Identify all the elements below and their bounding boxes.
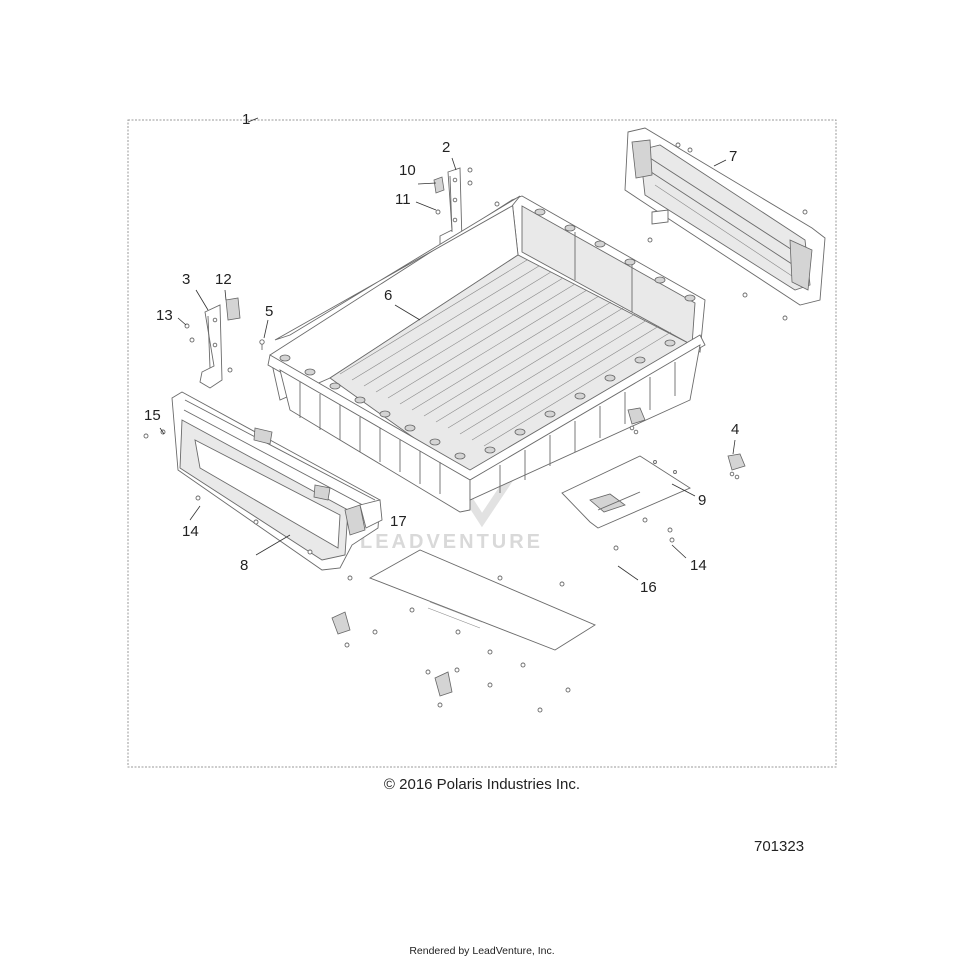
part-17-skid-plate [331, 549, 596, 713]
cargo-rim-pockets [279, 208, 696, 460]
callout-4: 4 [731, 421, 739, 438]
callout-14-right: 14 [690, 557, 707, 574]
part-7-tailgate-panel [624, 127, 826, 321]
callout-11: 11 [395, 191, 411, 208]
callout-10: 10 [399, 162, 416, 179]
callout-7: 7 [729, 148, 737, 165]
callout-5: 5 [265, 303, 273, 320]
leader-lines [159, 117, 736, 581]
callout-17: 17 [390, 513, 407, 530]
copyright-notice: © 2016 Polaris Industries Inc. [383, 776, 581, 793]
part-8-front-panel [143, 391, 383, 581]
callout-12: 12 [215, 271, 232, 288]
cargo-front-ribs [299, 362, 676, 494]
callout-16: 16 [640, 579, 657, 596]
part-5-screw [259, 339, 265, 350]
watermark-text: LEADVENTURE [360, 531, 543, 553]
rendered-by-footer: Rendered by LeadVenture, Inc. [409, 945, 555, 957]
cargo-floor-ribs [339, 259, 672, 447]
part-6-cargo-box [267, 195, 706, 513]
callout-8: 8 [240, 557, 248, 574]
callout-14-left: 14 [182, 523, 199, 540]
diagram-frame [127, 119, 837, 768]
callout-labels: 1 2 3 4 5 6 7 8 9 10 11 12 13 14 14 15 1… [144, 111, 739, 596]
callout-13: 13 [156, 307, 173, 324]
part-4-bumper-stops [627, 407, 746, 480]
diagram-id: 701323 [754, 838, 805, 855]
callout-6: 6 [384, 287, 392, 304]
callout-3: 3 [182, 271, 190, 288]
callout-15: 15 [144, 407, 161, 424]
callout-2: 2 [442, 139, 450, 156]
callout-9: 9 [698, 492, 706, 509]
callout-1: 1 [242, 111, 250, 128]
part-3-bracket [184, 297, 241, 389]
part-9-plate [561, 455, 691, 551]
